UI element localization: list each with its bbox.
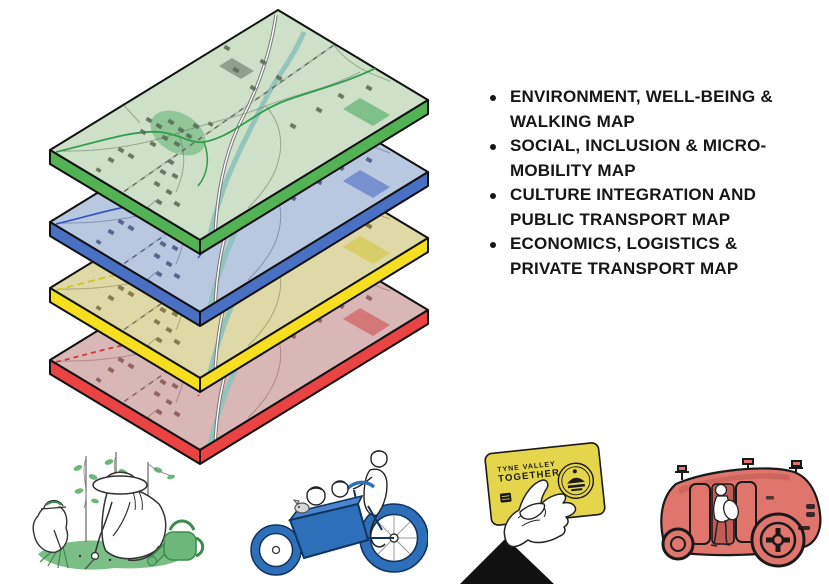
headlights: [798, 504, 815, 530]
adult-gardener-body: [101, 487, 167, 560]
boarding-passenger: [710, 483, 739, 547]
rider-helmet: [370, 450, 388, 458]
trowel: [84, 557, 96, 570]
travel-card-illustration: TYNE VALLEY TOGETHER: [460, 442, 606, 584]
autonomous-shuttle-illustration: [660, 458, 822, 568]
front-wheel: [250, 524, 302, 576]
adult-hair: [132, 491, 143, 511]
sun-hat-brim: [92, 475, 148, 495]
legend-item: CULTURE INTEGRATION AND PUBLIC TRANSPORT…: [487, 183, 798, 232]
child-cap-brim: [40, 506, 67, 510]
rider-arm: [352, 476, 373, 490]
passenger-head: [714, 483, 728, 497]
card-chip: [499, 492, 512, 503]
hand-sleeve: [460, 538, 554, 584]
watering-can-rose: [146, 555, 158, 567]
thumb: [519, 502, 546, 520]
watering-can-top-handle: [168, 519, 196, 531]
front-wheel: [750, 512, 806, 568]
map-layer-stack: [28, 2, 460, 472]
bullet-icon: [490, 241, 496, 248]
legend-item-label: CULTURE INTEGRATION AND PUBLIC TRANSPORT…: [510, 185, 757, 229]
watering-can-side-handle: [195, 536, 205, 558]
adult-knee: [127, 545, 160, 562]
adult-hand: [90, 551, 100, 561]
watering-can: [146, 519, 205, 567]
cargo-bike-illustration: [250, 450, 428, 576]
watering-can-body: [163, 531, 197, 561]
bullet-icon: [490, 143, 496, 150]
passenger-legs: [713, 519, 728, 545]
rear-wheel: [661, 527, 695, 561]
adult-arm: [94, 501, 113, 555]
bullet-icon: [490, 94, 496, 101]
dog-passenger: [292, 499, 310, 514]
child-passenger-2: [331, 480, 349, 498]
open-door-left: [689, 483, 711, 545]
legend-item: SOCIAL, INCLUSION & MICRO-MOBILITY MAP: [487, 134, 798, 183]
legend-item: ENVIRONMENT, WELL-BEING & WALKING MAP: [487, 85, 798, 134]
legend-item-label: SOCIAL, INCLUSION & MICRO-MOBILITY MAP: [510, 136, 767, 180]
child-cap-band: [45, 501, 62, 506]
passenger-bag: [723, 499, 739, 521]
child-passenger-1: [306, 486, 326, 506]
passenger-feet: [710, 543, 731, 547]
cargo-box: [288, 494, 370, 560]
child-gardener-body: [32, 504, 69, 553]
side-badge: [766, 496, 774, 500]
legend-item-label: ENVIRONMENT, WELL-BEING & WALKING MAP: [510, 87, 773, 131]
legend-item-label: ECONOMICS, LOGISTICS & PRIVATE TRANSPORT…: [510, 234, 739, 278]
child-arm: [53, 529, 62, 550]
legend-list: ENVIRONMENT, WELL-BEING & WALKING MAP SO…: [487, 85, 787, 281]
bullet-icon: [490, 192, 496, 199]
roof-shading: [678, 473, 790, 494]
community-gardening-illustration: [32, 452, 205, 570]
card-emblem: [557, 462, 595, 499]
adult-arm-2: [112, 501, 131, 537]
legend-item: ECONOMICS, LOGISTICS & PRIVATE TRANSPORT…: [487, 232, 798, 281]
rider-leg: [369, 514, 386, 548]
